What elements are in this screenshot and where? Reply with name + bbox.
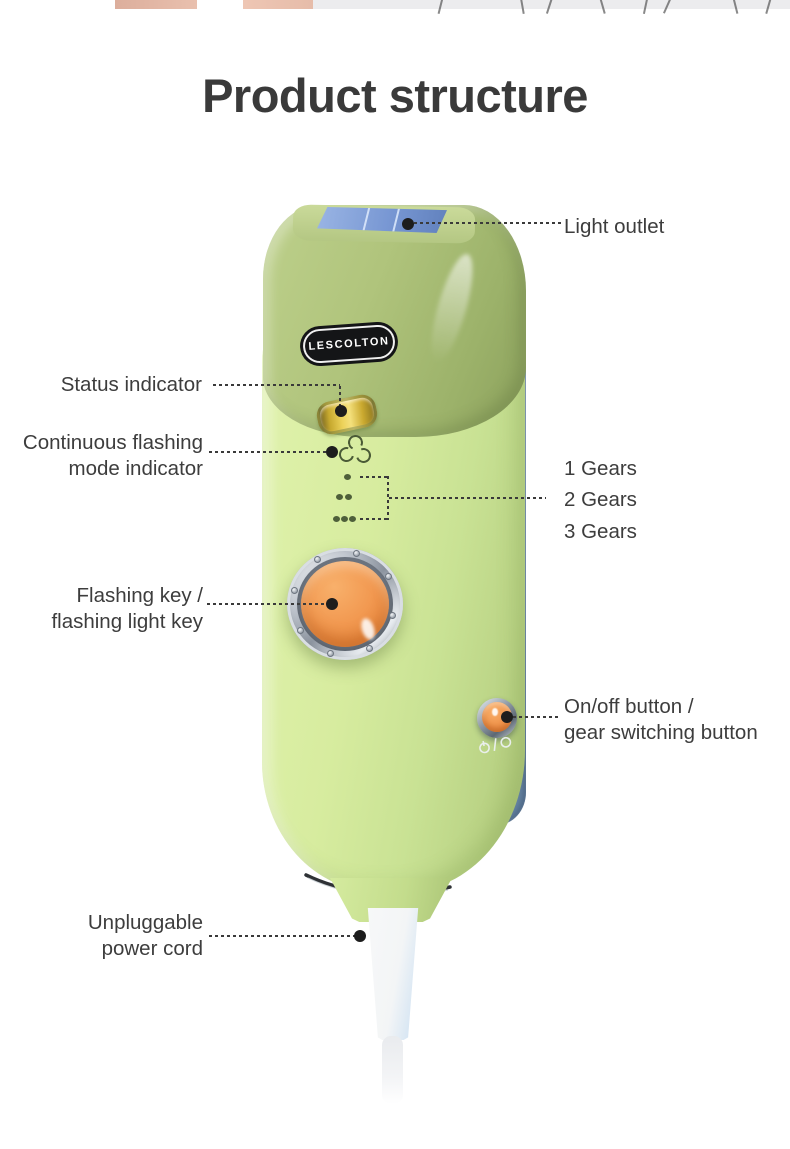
ring-screw [366,645,373,652]
power-mode-icons [475,731,522,758]
power-icon [479,736,512,754]
label-gear-1: 1 Gears [564,457,637,480]
strip-hair-line [598,0,606,14]
ring-screw [297,627,304,634]
brand-badge: LESCOLTON [301,323,397,365]
top-strip-skin-left [115,0,197,9]
label-power-button-line1: On/off button / [564,695,694,718]
ring-screw [389,612,396,619]
page-title: Product structure [202,69,588,122]
label-mode-indicator-line2: mode indicator [68,457,203,480]
callout-line-light-outlet [414,222,562,224]
strip-hair-line [545,0,554,14]
strip-hair-line [731,0,738,14]
gears-bracket-lead [389,497,546,499]
strip-hair-line [519,0,525,14]
gear-3-dot [349,516,356,522]
label-status-indicator: Status indicator [60,373,202,396]
power-button-highlight [492,708,498,716]
gear-3-dot [341,516,348,522]
ring-screw [353,550,360,557]
label-flash-key: Flashing key / flashing light key [51,583,203,635]
ring-screw [385,573,392,580]
top-strip-skin-right [243,0,313,9]
gear-3-dot [333,516,340,522]
callout-dot-cord [354,930,366,942]
callout-line-power [513,716,561,718]
ring-screw [314,556,321,563]
power-cord-plug [367,908,419,1040]
callout-dot-power [501,711,513,723]
device-head [263,205,526,437]
label-power-cord: Unpluggable power cord [88,910,203,962]
label-mode-indicator-line1: Continuous flashing [22,431,203,454]
callout-line-cord [209,935,355,937]
power-cord-cable [382,1036,403,1104]
top-strip-gray [313,0,790,14]
callout-dot-mode [326,446,338,458]
label-mode-indicator: Continuous flashing mode indicator [23,430,203,482]
callout-dot-flash [326,598,338,610]
label-light-outlet: Light outlet [564,215,665,238]
callout-line-mode [209,451,327,453]
gear-2-dot [345,494,352,500]
label-power-cord-line1: Unpluggable [87,911,203,934]
brand-badge-text: LESCOLTON [308,335,390,353]
ring-screw [291,587,298,594]
label-power-button-line2: gear switching button [564,721,758,744]
callout-dot-light-outlet [402,218,414,230]
label-gear-2: 2 Gears [564,488,637,511]
label-power-cord-line2: power cord [101,937,203,960]
strip-hair-line [662,0,673,14]
strip-hair-line [642,0,649,14]
label-gear-3: 3 Gears [564,520,637,543]
light-outlet-window [317,207,447,233]
callout-line-status-h [213,384,340,386]
gear-2-dot [336,494,343,500]
label-flash-key-line1: Flashing key / [76,584,203,607]
gears-bracket-vertical [387,476,389,520]
callout-line-flash [207,603,327,605]
gear-1-dot [344,474,351,480]
callout-line-status-v [339,386,341,407]
label-flash-key-line2: flashing light key [51,610,203,633]
strip-hair-line [437,0,444,14]
gears-bracket-top [360,476,388,478]
label-power-button: On/off button / gear switching button [564,694,758,746]
strip-hair-line [765,0,773,14]
ring-screw [327,650,334,657]
callout-dot-status [335,405,347,417]
gears-bracket-bottom [360,518,388,520]
